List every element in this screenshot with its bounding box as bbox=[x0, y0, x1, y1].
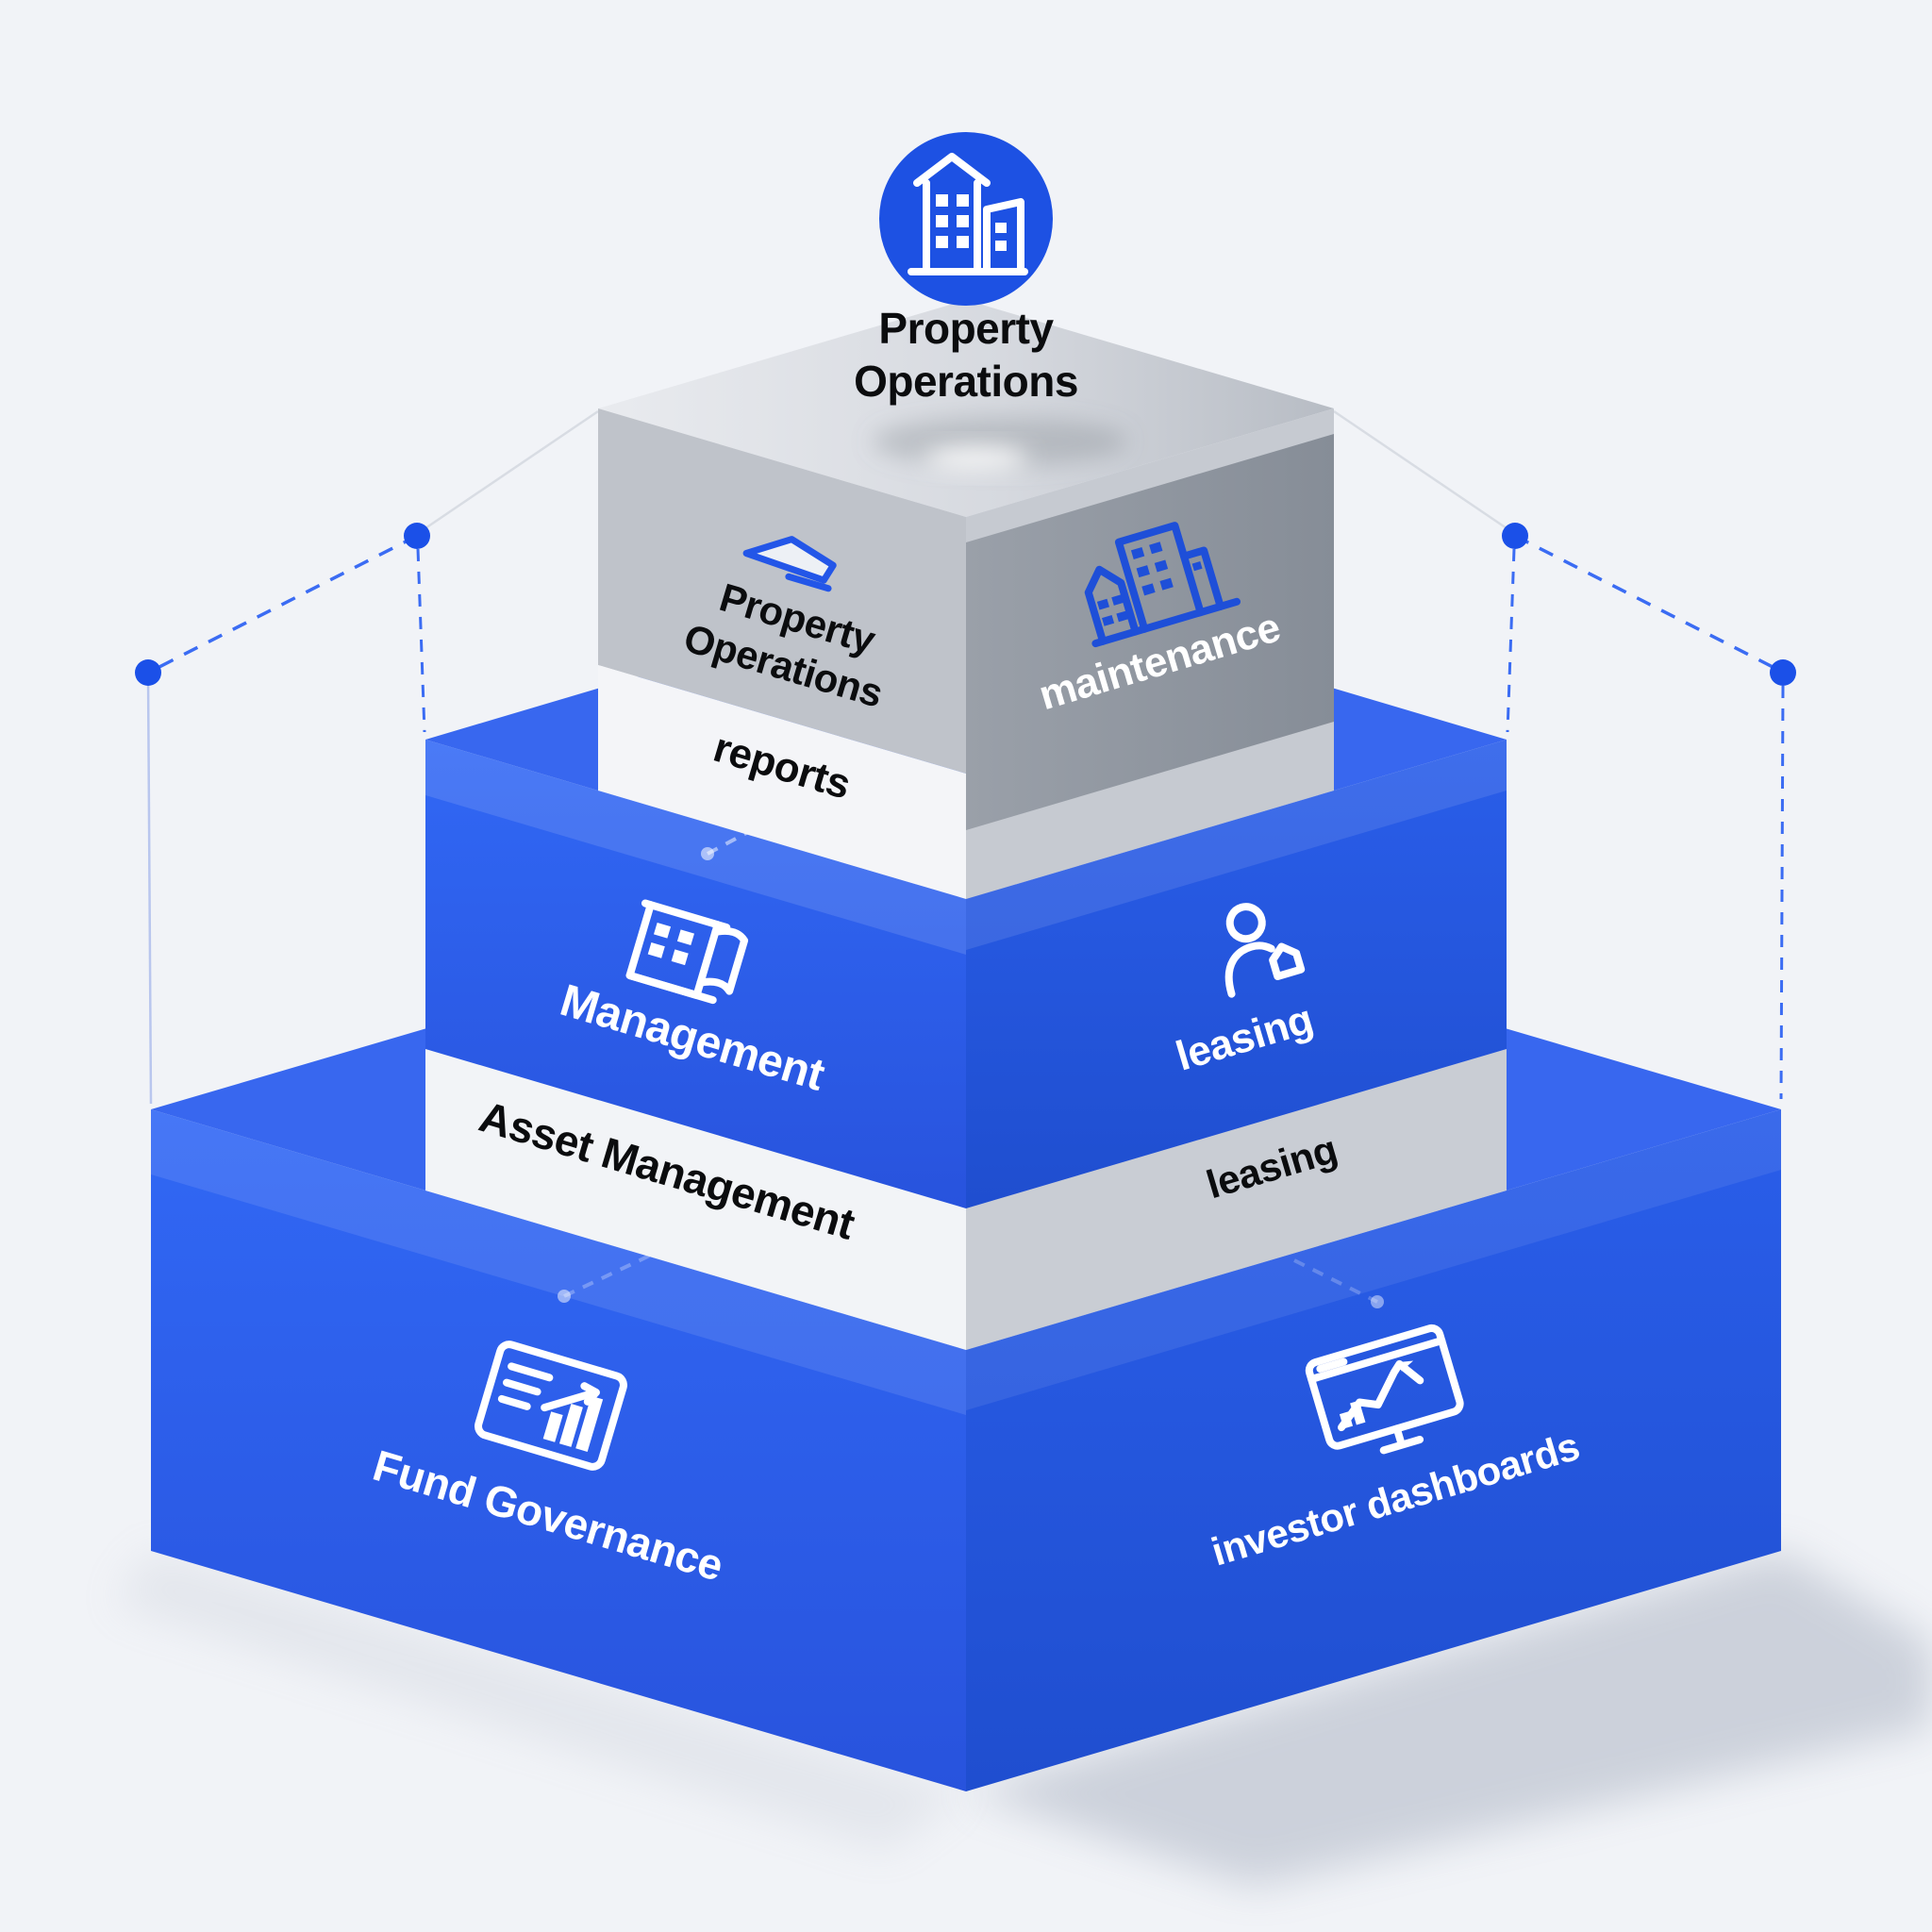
dashboard-monitor-icon bbox=[1305, 1324, 1464, 1455]
middle-box-left-face bbox=[425, 740, 966, 1208]
dashed-connector-left bbox=[147, 534, 418, 675]
ground-shadow-left bbox=[113, 1551, 966, 1851]
middle-box-left-highlight bbox=[425, 740, 966, 955]
buildings-outline-icon bbox=[1084, 522, 1241, 648]
face-decoration-dot bbox=[558, 1290, 571, 1303]
header-badge bbox=[879, 132, 1053, 306]
face-decoration-dot bbox=[701, 847, 714, 860]
top-box-left-face bbox=[598, 408, 966, 774]
middle-box-left-band bbox=[425, 1049, 966, 1350]
building-banner-icon bbox=[625, 899, 749, 1005]
middle-box-right-highlight bbox=[966, 740, 1507, 950]
fund-report-icon bbox=[475, 1341, 627, 1471]
dashed-connector-left-vertical bbox=[416, 548, 426, 733]
connector-dot bbox=[404, 523, 430, 549]
layer-property-operations bbox=[598, 300, 1334, 899]
top-box-left-band bbox=[598, 665, 966, 899]
guide-line-left-vertical bbox=[146, 674, 153, 1105]
bottom-box-left-highlight bbox=[151, 1109, 966, 1415]
roof-icon bbox=[742, 536, 837, 592]
person-icon bbox=[1224, 903, 1306, 998]
ground-shadow-right bbox=[966, 1552, 1932, 1887]
middle-box-right-face bbox=[966, 740, 1507, 1208]
bottom-box-right-highlight bbox=[966, 1109, 1781, 1410]
connector-dot bbox=[1770, 659, 1796, 686]
face-decoration-dashed bbox=[1293, 1258, 1378, 1304]
guide-line-right-upper bbox=[1333, 409, 1510, 532]
diagram-title-line2: Operations bbox=[854, 357, 1078, 406]
top-face-shine bbox=[924, 446, 1028, 471]
middle-box-right-band bbox=[966, 1049, 1507, 1350]
face-decoration-dot bbox=[1371, 1295, 1384, 1308]
dashed-connector-right-outer-vertical bbox=[1779, 685, 1785, 1100]
connector-dot bbox=[135, 659, 161, 686]
dashed-connector-right bbox=[1514, 534, 1785, 675]
bottom-box-right-face bbox=[966, 1109, 1781, 1791]
dashed-connector-right-vertical bbox=[1506, 548, 1516, 733]
buildings-badge-icon bbox=[908, 153, 1028, 275]
diagram-title-line1: Property bbox=[878, 304, 1054, 353]
bottom-box-left-face bbox=[151, 1109, 966, 1791]
guide-line-left-upper bbox=[422, 409, 599, 532]
top-box-right-band bbox=[966, 434, 1334, 830]
connector-dot bbox=[1502, 523, 1528, 549]
